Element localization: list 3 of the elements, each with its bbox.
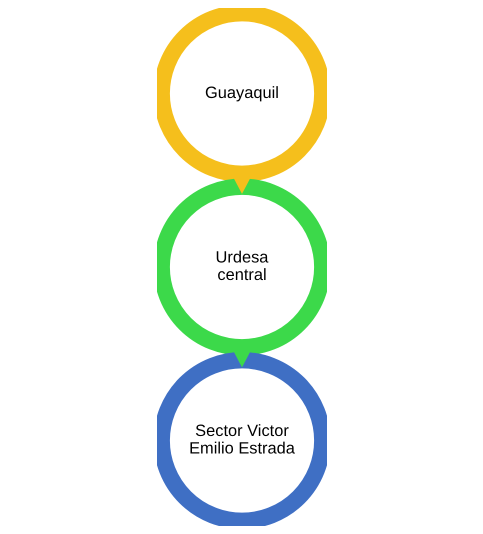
node-circle: Sector Victor Emilio Estrada (156, 352, 326, 526)
node-circle: Urdesa central (156, 178, 326, 356)
node-circle: Guayaquil (156, 8, 326, 182)
